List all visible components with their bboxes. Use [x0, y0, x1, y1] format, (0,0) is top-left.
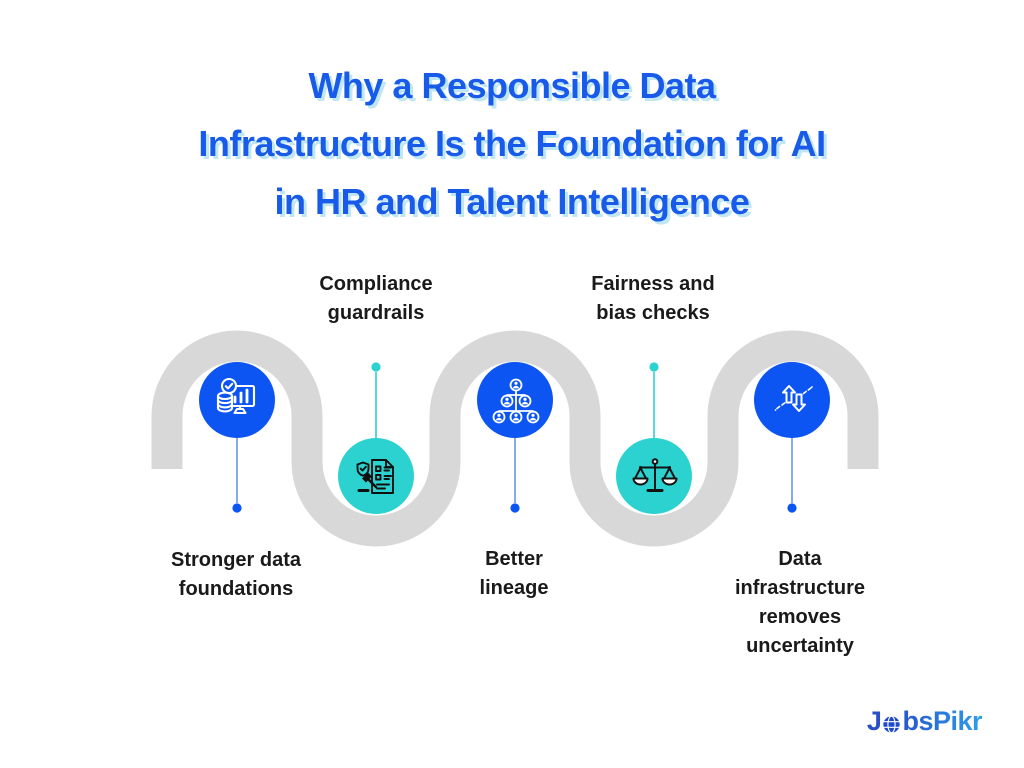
label-line: lineage [479, 577, 549, 599]
connector-dot [787, 503, 797, 513]
step-circle-1 [199, 362, 275, 438]
connector-step-5 [787, 438, 797, 513]
label-line: Compliance [319, 273, 433, 295]
jobspikr-logo: J bsPikr [866, 703, 983, 739]
balance-scales-icon [632, 458, 678, 492]
logo-text-j: J [866, 706, 882, 736]
connector-dot [510, 503, 520, 513]
compliance-document-gavel-icon [356, 459, 394, 494]
step-label-compliance-guardrails: Compliance guardrails [319, 270, 432, 328]
monitor-analytics-check-icon [216, 377, 256, 415]
page-title-line-1: Why a Responsible Data [308, 65, 716, 106]
org-hierarchy-icon [492, 378, 540, 424]
label-line: foundations [178, 578, 294, 600]
label-line: infrastructure [734, 577, 866, 599]
label-line: removes [758, 606, 842, 628]
connector-dot [371, 362, 381, 372]
label-line: Better [485, 548, 543, 570]
connector-dot [649, 362, 659, 372]
label-line: Fairness and [591, 273, 715, 295]
connector-dot [232, 503, 242, 513]
label-line: Stronger data [170, 549, 302, 571]
connector-step-1 [232, 438, 242, 513]
connector-step-4 [649, 362, 659, 438]
label-line: Data [778, 548, 822, 570]
step-label-data-infrastructure: Data infrastructure removes uncertainty [735, 545, 865, 661]
logo-text-rest: bsPikr [902, 703, 982, 739]
up-down-arrows-icon [774, 385, 813, 412]
person-node [492, 378, 540, 424]
page-title-line-3: in HR and Talent Intelligence [274, 181, 750, 222]
label-line: bias checks [596, 302, 710, 324]
step-label-stronger-data-foundations: Stronger data foundations [171, 546, 301, 604]
globe-icon [883, 715, 901, 734]
step-label-better-lineage: Better lineage [480, 545, 549, 603]
step-label-fairness-bias-checks: Fairness and bias checks [591, 270, 714, 328]
label-line: guardrails [327, 302, 425, 324]
label-line: uncertainty [746, 635, 854, 657]
connector-step-2 [371, 362, 381, 438]
page-title-line-2: Infrastructure Is the Foundation for AI [198, 123, 826, 164]
serpentine-path [151, 330, 879, 547]
connector-step-3 [510, 438, 520, 513]
page-title: Why a Responsible Data Infrastructure Is… [0, 57, 1024, 231]
step-circle-3 [477, 362, 553, 438]
